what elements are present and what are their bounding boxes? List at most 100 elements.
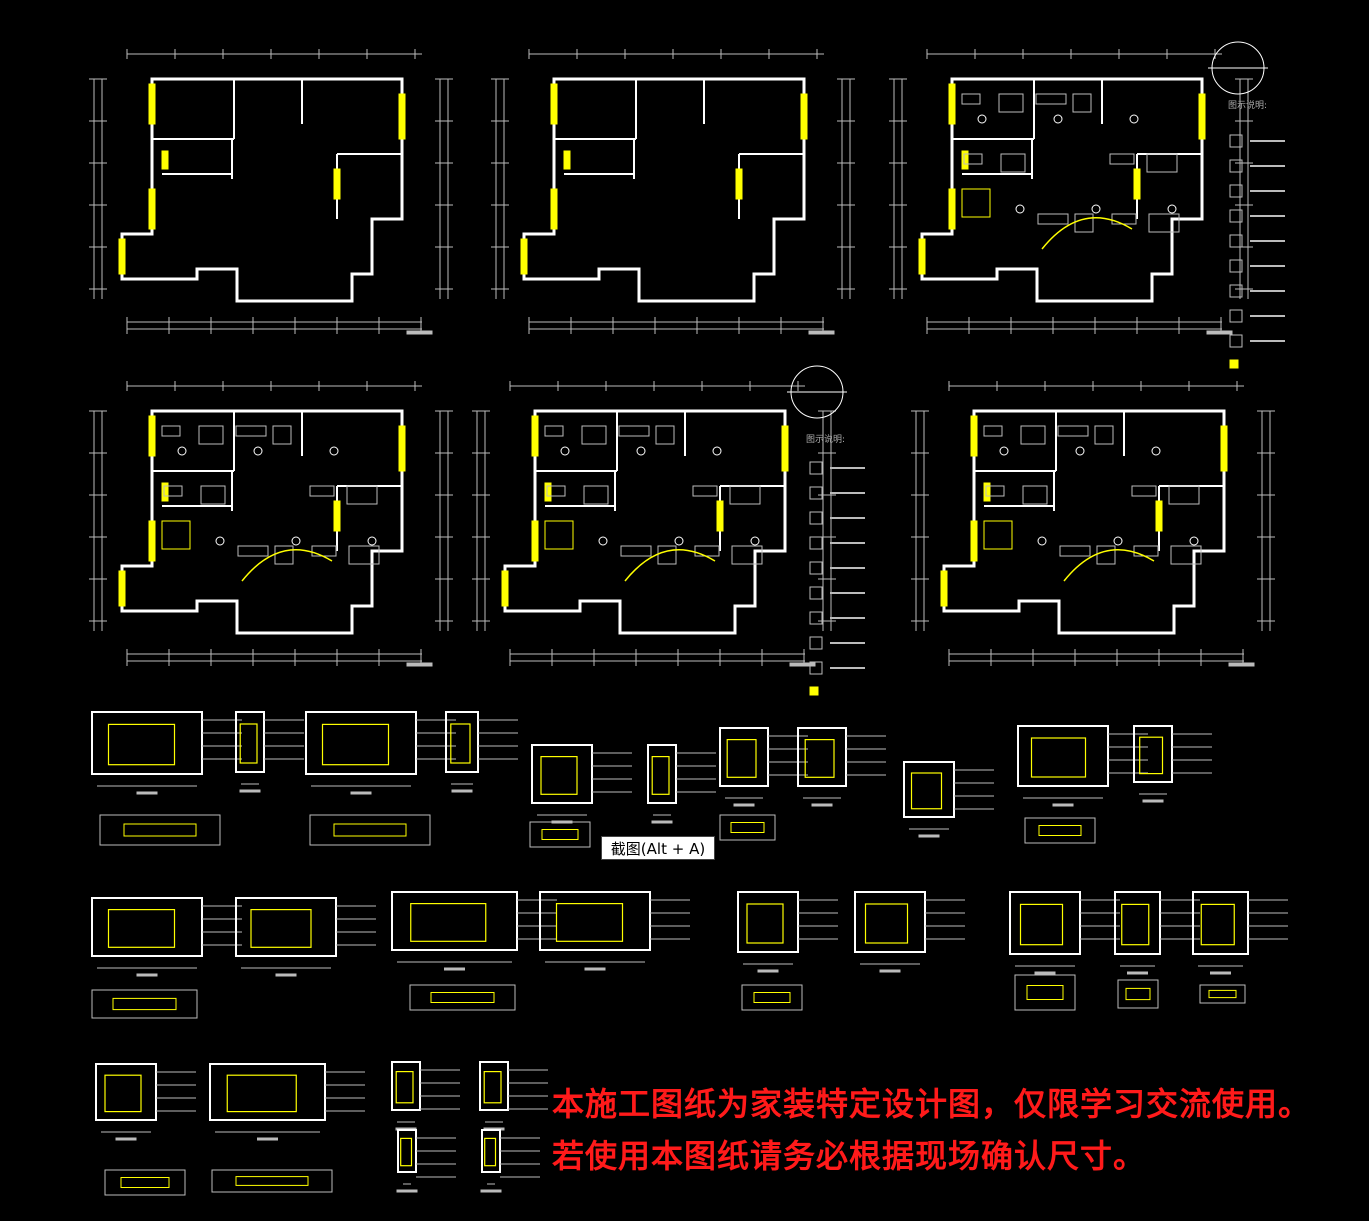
floor-plan-4-furniture-11 bbox=[348, 545, 380, 565]
elevation-11 bbox=[1133, 725, 1173, 783]
floor-plan-3-furniture-4 bbox=[1109, 153, 1135, 165]
legend-title-2: 图示说明: bbox=[806, 435, 846, 445]
elevation-26-panel bbox=[484, 1137, 497, 1167]
floor-plan-5-outer-wall bbox=[503, 409, 787, 635]
floor-plan-3-furniture-7 bbox=[1000, 153, 1026, 173]
elevation-12-caption bbox=[136, 973, 158, 977]
floor-plan-1-window-3 bbox=[148, 188, 156, 230]
legend-symbol-1-6 bbox=[1229, 284, 1243, 298]
elevation-9-caption bbox=[918, 834, 940, 838]
elevation-8-caption bbox=[811, 803, 833, 807]
floor-plan-2-title-bar bbox=[808, 330, 835, 335]
floor-plan-4-lamp-1 bbox=[215, 536, 225, 546]
floor-plan-4-furniture-0 bbox=[161, 425, 181, 437]
floor-plan-5-lamp-4 bbox=[712, 446, 722, 456]
floor-plan-3-window-3 bbox=[948, 188, 956, 230]
elevation-7 bbox=[719, 727, 769, 787]
floor-plan-5-furniture-7 bbox=[583, 485, 609, 505]
floor-plan-5-title-bar bbox=[789, 662, 816, 667]
floor-plan-3-lamp-2 bbox=[1053, 114, 1063, 124]
floor-plan-6-furniture-5 bbox=[1168, 485, 1200, 505]
legend-symbol-1-4 bbox=[1229, 234, 1243, 248]
elevation-10 bbox=[1017, 725, 1109, 787]
floor-plan-5-furniture-1 bbox=[581, 425, 607, 445]
floor-plan-6-lamp-4 bbox=[1151, 446, 1161, 456]
floor-plan-1-window-1 bbox=[148, 83, 156, 125]
plan-strip-12 bbox=[104, 1169, 186, 1196]
floor-plan-5-window-4 bbox=[501, 570, 509, 607]
elevation-14-panel bbox=[410, 902, 487, 942]
floor-plan-3-furniture-1 bbox=[998, 93, 1024, 113]
legend-symbol-2-8 bbox=[809, 661, 823, 675]
floor-plan-5-lamp-3 bbox=[674, 536, 684, 546]
floor-plan-3-furniture-3 bbox=[1072, 93, 1092, 113]
elevation-14-caption bbox=[444, 967, 465, 971]
floor-plan-3-furniture-11 bbox=[1148, 213, 1180, 233]
floor-plan-4-furniture-6 bbox=[163, 485, 183, 497]
legend-symbol-1-2 bbox=[1229, 184, 1243, 198]
floor-plan-3-window-4 bbox=[918, 238, 926, 275]
elevation-8 bbox=[797, 727, 847, 787]
floor-plan-3-dining-table bbox=[961, 188, 991, 218]
floor-plan-6-title-bar bbox=[1228, 662, 1255, 667]
floor-plan-6-lamp-1 bbox=[1037, 536, 1047, 546]
legend-symbol-2-1 bbox=[809, 486, 823, 500]
screenshot-tooltip: 截图(Alt + A) bbox=[601, 836, 715, 860]
plan-strip-13 bbox=[211, 1169, 333, 1193]
floor-plan-6-window-4 bbox=[940, 570, 948, 607]
floor-plan-4-furniture-5 bbox=[346, 485, 378, 505]
floor-plan-6-window-2 bbox=[1220, 425, 1228, 472]
floor-plan-5-furniture-0 bbox=[544, 425, 564, 437]
floor-plan-5-lamp-5 bbox=[750, 536, 760, 546]
elevation-11-caption bbox=[1142, 799, 1164, 803]
elevation-21-panel bbox=[104, 1074, 142, 1113]
elevation-18 bbox=[1009, 891, 1081, 955]
elevation-15-panel bbox=[555, 902, 624, 942]
floor-plan-5-furniture-9 bbox=[657, 545, 677, 565]
plan-strip-10 bbox=[1117, 979, 1159, 1009]
elevation-20-caption bbox=[1210, 971, 1231, 975]
plan-strip-6 bbox=[91, 989, 198, 1019]
floor-plan-1-outer-wall bbox=[120, 77, 404, 303]
floor-plan-6-furniture-6 bbox=[985, 485, 1005, 497]
floor-plan-4-window-5 bbox=[333, 500, 341, 532]
floor-plan-3-window-1 bbox=[948, 83, 956, 125]
floor-plan-6-lamp-2 bbox=[1075, 446, 1085, 456]
elevation-23 bbox=[391, 1061, 421, 1111]
elevation-16 bbox=[737, 891, 799, 953]
floor-plan-3-lamp-3 bbox=[1091, 204, 1101, 214]
floor-plan-5-window-3 bbox=[531, 520, 539, 562]
floor-plan-3-furniture-8 bbox=[1037, 213, 1069, 225]
floor-plan-3-window-2 bbox=[1198, 93, 1206, 140]
plan-strip-11 bbox=[1199, 984, 1246, 1004]
floor-plan-3-lamp-0 bbox=[977, 114, 987, 124]
elevation-15-caption bbox=[584, 967, 606, 971]
floor-plan-6-furniture-11 bbox=[1170, 545, 1202, 565]
notice-line-2: 若使用本图纸请务必根据现场确认尺寸。 bbox=[552, 1137, 1147, 1175]
legend-symbol-2-4 bbox=[809, 561, 823, 575]
floor-plan-4-dining-table bbox=[161, 520, 191, 550]
floor-plan-4-window-4 bbox=[118, 570, 126, 607]
floor-plan-1-title-bar bbox=[406, 330, 433, 335]
floor-plan-5-furniture-2 bbox=[618, 425, 650, 437]
floor-plan-5-furniture-5 bbox=[729, 485, 761, 505]
floor-plan-2-window-5 bbox=[735, 168, 743, 200]
floor-plan-5-window-1 bbox=[531, 415, 539, 457]
floor-plan-4-window-1 bbox=[148, 415, 156, 457]
legend-symbol-2-7 bbox=[809, 636, 823, 650]
floor-plan-3-lamp-1 bbox=[1015, 204, 1025, 214]
floor-plan-6-furniture-9 bbox=[1096, 545, 1116, 565]
floor-plan-4-window-3 bbox=[148, 520, 156, 562]
floor-plan-3-ceiling-curve bbox=[1041, 217, 1133, 250]
notice-line-1: 本施工图纸为家装特定设计图，仅限学习交流使用。 bbox=[552, 1085, 1312, 1123]
elevation-18-caption bbox=[1034, 971, 1056, 975]
floor-plan-4-lamp-5 bbox=[367, 536, 377, 546]
floor-plan-4-furniture-7 bbox=[200, 485, 226, 505]
elevation-3-caption bbox=[350, 791, 372, 795]
legend-title-1: 图示说明: bbox=[1228, 101, 1268, 111]
floor-plan-4-furniture-10 bbox=[311, 545, 337, 557]
floor-plan-3-outer-wall bbox=[920, 77, 1204, 303]
plan-strip-8 bbox=[741, 984, 803, 1011]
elevation-22-caption bbox=[257, 1137, 278, 1141]
